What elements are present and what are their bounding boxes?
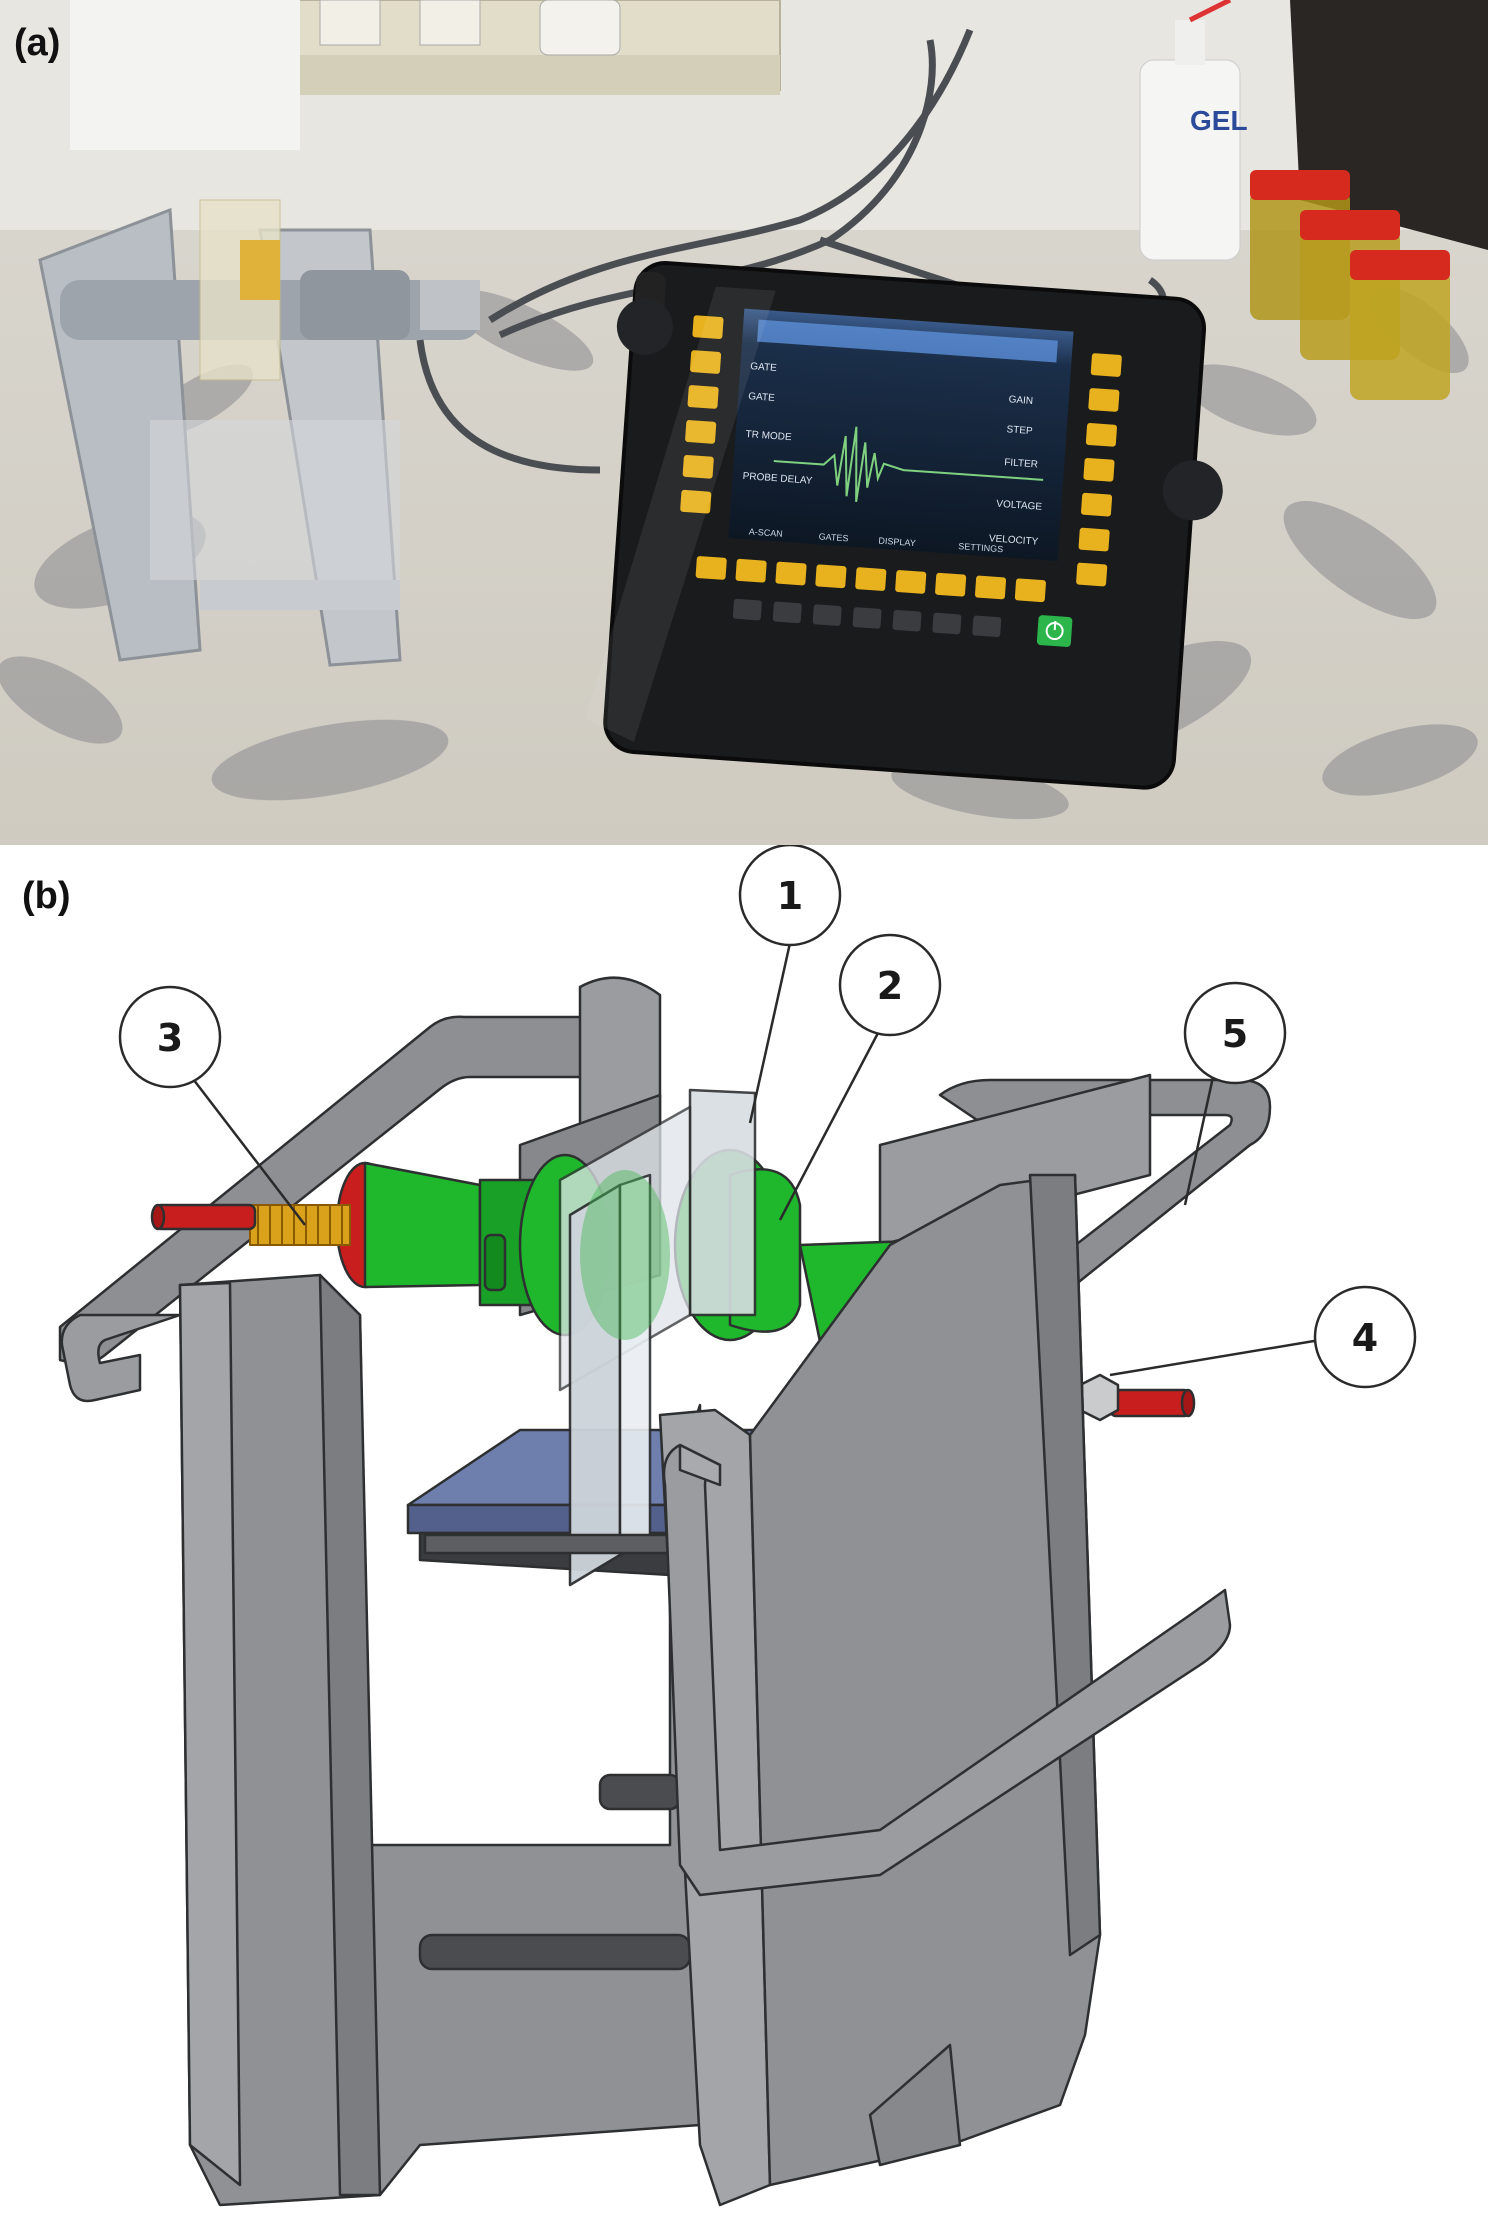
bottom-keys [695, 556, 1046, 603]
callout-circle-1 [738, 843, 842, 947]
gel-bottle-text: GEL [1190, 105, 1248, 136]
nut [1078, 1373, 1120, 1422]
leader-line-2 [778, 1032, 880, 1221]
cad-panel-b: 1 2 3 4 5 (b) [0, 843, 1488, 2213]
softkey-label: TR MODE [745, 429, 792, 443]
ultrasonic-flaw-detector: GATE GATE TR MODE PROBE DELAY GAIN STEP … [585, 261, 1223, 790]
spring-left [249, 1204, 351, 1246]
sample-jars [1250, 170, 1450, 400]
callout-number-2: 2 [877, 964, 903, 1008]
softkey-label: VELOCITY [989, 533, 1039, 547]
specimen-holder-photo [38, 199, 480, 667]
tab-label: GATES [818, 531, 848, 543]
panel-label-a: (a) [14, 22, 61, 64]
callout-circle-3 [118, 985, 222, 1089]
right-keys [1076, 353, 1122, 587]
power-icon [1036, 615, 1073, 647]
softkey-label: VOLTAGE [996, 499, 1043, 513]
threaded-rods [150, 1203, 1196, 1418]
specimen-holder-cad: 1 2 3 4 5 [58, 843, 1417, 2207]
tab-label: DISPLAY [878, 536, 916, 549]
tab-label: A-SCAN [748, 526, 783, 538]
photo-panel-a: GEL GATE GATE TR MODE [0, 0, 1488, 845]
tab-label: SETTINGS [958, 541, 1004, 554]
leader-line-4 [1109, 1338, 1321, 1377]
device-screen [728, 308, 1074, 562]
softkey-label: STEP [1006, 424, 1033, 437]
couplant-gel-bottle: GEL [1139, 0, 1248, 261]
front-left-plate [178, 1273, 702, 2207]
callout-number-5: 5 [1222, 1012, 1248, 1056]
callout-numbers: 1 2 3 4 5 [157, 874, 1378, 1360]
front-left-frame-top [60, 1313, 182, 1403]
callouts [118, 843, 1417, 1389]
callout-circle-4 [1313, 1285, 1417, 1389]
callout-circle-5 [1183, 981, 1287, 1085]
callout-number-3: 3 [157, 1016, 183, 1060]
left-keys [680, 315, 724, 514]
lab-setup-photo: GEL GATE GATE TR MODE [0, 0, 1488, 845]
panel-label-b: (b) [22, 875, 71, 917]
callout-number-4: 4 [1352, 1316, 1378, 1360]
front-right-frame [662, 1443, 1232, 1897]
leader-line-1 [748, 942, 792, 1124]
callout-number-1: 1 [777, 874, 803, 918]
softkey-label: FILTER [1004, 457, 1038, 470]
softkey-label: GAIN [1008, 394, 1033, 407]
callout-circle-2 [838, 933, 942, 1037]
softkey-label: GATE [750, 361, 778, 374]
softkey-label: GATE [748, 391, 776, 404]
power-strip [289, 0, 781, 95]
softkey-label: PROBE DELAY [742, 471, 813, 487]
ascan-waveform [773, 426, 1044, 503]
leader-line-3 [189, 1074, 306, 1226]
